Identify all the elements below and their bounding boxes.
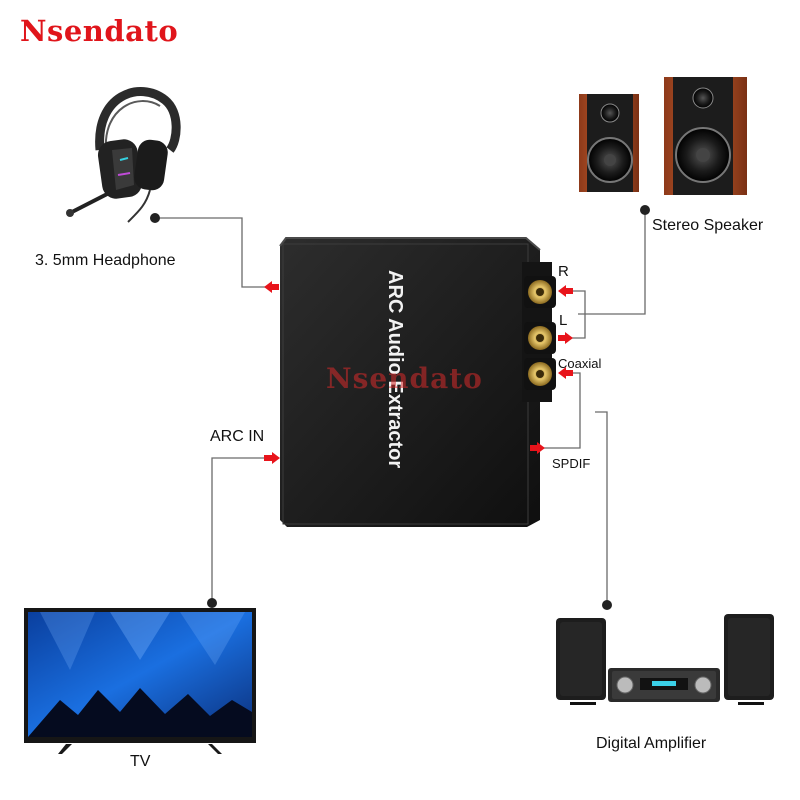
watermark-logo: Nsendato — [326, 362, 483, 395]
speaker-wire — [578, 210, 646, 315]
right-channel-label: R — [558, 263, 569, 280]
arrow-coaxial — [558, 367, 573, 379]
arc-audio-extractor-device — [279, 237, 556, 527]
rca-connectors — [524, 276, 556, 390]
headphone-image — [66, 87, 181, 223]
speaker-r-wire — [570, 290, 586, 339]
spdif-label: SPDIF — [552, 456, 591, 471]
arrow-arc-in — [264, 452, 280, 464]
arrow-spdif — [530, 442, 545, 454]
left-channel-label: L — [559, 312, 568, 329]
headphone-wire — [155, 217, 270, 288]
connection-wires — [155, 210, 646, 605]
digital-amplifier-label: Digital Amplifier — [596, 735, 707, 752]
arrow-markers — [264, 281, 573, 464]
amp-wire — [595, 411, 608, 605]
tv-label: TV — [130, 753, 151, 770]
brand-logo: Nsendato — [20, 14, 179, 48]
tv-image — [24, 608, 256, 754]
coaxial-label: Coaxial — [558, 356, 602, 371]
arrow-r — [558, 285, 573, 297]
stereo-speakers-image — [579, 77, 747, 195]
tv-arc-wire — [211, 457, 270, 603]
arc-in-label: ARC IN — [210, 428, 265, 445]
stereo-speaker-label: Stereo Speaker — [652, 217, 764, 234]
headphone-label: 3. 5mm Headphone — [35, 252, 176, 269]
coaxial-spdif-wire — [543, 372, 581, 449]
arrow-l — [558, 332, 573, 344]
wire-end-dots — [150, 205, 650, 610]
digital-amplifier-image — [556, 614, 774, 705]
arrow-headphone — [264, 281, 279, 293]
